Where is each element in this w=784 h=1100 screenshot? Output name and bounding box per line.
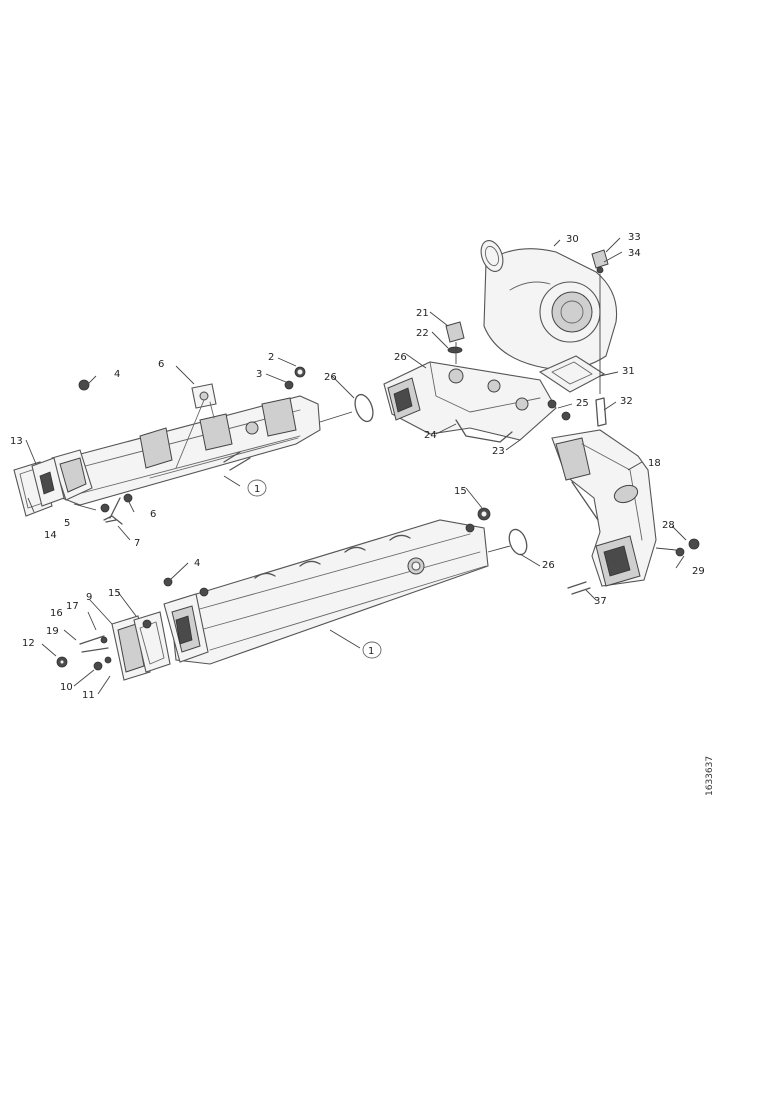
lower-flange-assembly (56, 611, 171, 681)
figure-reference-code: 1633637 (705, 756, 715, 796)
callout-24: 24 (424, 430, 437, 441)
lower-manifold-stud (477, 507, 491, 521)
callout-28: 28 (662, 520, 675, 531)
callout-33: 33 (628, 232, 641, 243)
elbow-pipe (551, 429, 657, 587)
housing-stud (445, 321, 465, 364)
callout-16: 16 (50, 608, 63, 619)
callout-6-lower: 6 (150, 509, 156, 520)
callout-34: 34 (628, 248, 641, 259)
gasket-rings (319, 393, 528, 556)
callout-23: 23 (492, 446, 505, 457)
callout-11: 11 (82, 690, 95, 701)
callout-1-lower: 1 (368, 646, 374, 657)
callout-22: 22 (416, 328, 429, 339)
callout-25: 25 (576, 398, 589, 409)
callout-26-upper: 26 (324, 372, 337, 383)
callout-21: 21 (416, 308, 429, 319)
callout-10: 10 (60, 682, 73, 693)
upper-end-gaskets (13, 457, 65, 517)
turbo-gasket (538, 249, 609, 427)
callout-15-upper: 15 (454, 486, 467, 497)
callout-30: 30 (566, 234, 579, 245)
callout-13: 13 (10, 436, 23, 447)
callout-7: 7 (134, 538, 140, 549)
callout-1-upper: 1 (254, 484, 260, 495)
callout-32: 32 (620, 396, 633, 407)
lower-exhaust-manifold (163, 519, 489, 665)
upper-bolts (78, 366, 306, 525)
elbow-fasteners (567, 538, 700, 595)
callout-31: 31 (622, 366, 635, 377)
callout-18: 18 (648, 458, 661, 469)
reference-code: 1633637 (705, 756, 715, 796)
callout-29: 29 (692, 566, 705, 577)
callout-17: 17 (66, 601, 79, 612)
callout-37: 37 (594, 596, 607, 607)
callout-3: 3 (256, 369, 262, 380)
callout-14: 14 (44, 530, 57, 541)
callout-4-lower: 4 (194, 558, 200, 569)
callout-26-housing: 26 (394, 352, 407, 363)
callout-19-lower: 19 (46, 626, 59, 637)
callout-5: 5 (64, 518, 70, 529)
leader-lines (25, 237, 687, 695)
callout-12: 12 (22, 638, 35, 649)
callout-labels: 4 6 2 3 26 1 13 14 5 6 7 4 9 15 16 17 19… (10, 232, 705, 701)
callout-26-elbow: 26 (542, 560, 555, 571)
callout-2: 2 (268, 352, 274, 363)
callout-9: 9 (86, 592, 92, 603)
callout-4-upper: 4 (114, 369, 120, 380)
turbo-connection-housing (383, 361, 571, 443)
upper-exhaust-manifold (51, 395, 321, 506)
callout-6-upper: 6 (158, 359, 164, 370)
callout-15-lower: 15 (108, 588, 121, 599)
turbocharger (480, 240, 618, 370)
